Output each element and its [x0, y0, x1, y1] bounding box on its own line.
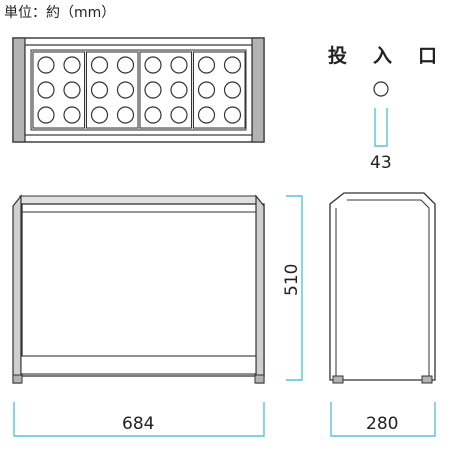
umbrella-hole	[37, 106, 55, 124]
width-dimension: 684	[13, 402, 265, 437]
height-value: 510	[282, 264, 302, 296]
depth-value: 280	[366, 414, 398, 434]
umbrella-hole	[144, 106, 162, 124]
intake-label-char-2: 入	[373, 45, 392, 67]
hole-sections	[32, 51, 246, 129]
depth-dimension-bracket	[330, 402, 436, 437]
umbrella-hole	[63, 56, 81, 74]
umbrella-hole	[116, 56, 135, 74]
umbrella-hole	[223, 81, 242, 99]
side-view-left-foot	[332, 375, 344, 384]
umbrella-hole	[116, 106, 135, 124]
umbrella-hole	[63, 81, 81, 99]
unit-note: 単位：約（mm）	[4, 5, 115, 21]
front-view-body	[21, 203, 265, 377]
umbrella-hole	[90, 106, 109, 124]
front-view-top-rim	[19, 195, 257, 205]
umbrella-hole	[170, 81, 188, 99]
side-view	[329, 192, 436, 384]
umbrella-hole	[37, 81, 55, 99]
front-view-lower-band	[20, 355, 257, 375]
side-view-outline	[329, 192, 436, 381]
top-view-left-post	[12, 37, 26, 143]
umbrella-hole	[223, 106, 242, 124]
front-view-right-post	[255, 194, 265, 384]
umbrella-hole	[223, 56, 242, 74]
umbrella-hole	[63, 106, 81, 124]
intake-detail: 投 入 口 43	[328, 44, 437, 173]
top-view-right-post	[251, 37, 265, 143]
umbrella-hole	[197, 81, 216, 99]
umbrella-hole	[197, 56, 216, 74]
front-view	[12, 194, 265, 384]
width-dimension-bracket	[13, 402, 265, 437]
umbrella-hole	[90, 81, 109, 99]
umbrella-hole	[90, 56, 109, 74]
umbrella-hole	[144, 56, 162, 74]
height-dimension: 510	[282, 195, 303, 381]
umbrella-hole	[116, 81, 135, 99]
intake-label-char-3: 口	[418, 45, 437, 67]
front-view-left-foot	[12, 374, 23, 384]
top-view	[12, 37, 265, 143]
umbrella-hole	[37, 56, 55, 74]
umbrella-hole	[197, 106, 216, 124]
front-view-left-post	[12, 194, 22, 384]
depth-dimension: 280	[330, 402, 436, 437]
intake-label-char-1: 投	[328, 44, 347, 67]
height-dimension-bracket	[286, 195, 303, 381]
umbrella-hole	[144, 81, 162, 99]
width-value: 684	[122, 414, 154, 434]
side-view-right-foot	[421, 375, 433, 384]
intake-circle	[373, 81, 389, 97]
umbrella-hole	[170, 106, 188, 124]
umbrella-hole	[170, 56, 188, 74]
intake-diameter: 43	[370, 153, 392, 173]
intake-dimension-bracket	[374, 108, 388, 147]
front-view-right-foot	[254, 374, 265, 384]
side-view-inner-edge	[335, 199, 430, 380]
